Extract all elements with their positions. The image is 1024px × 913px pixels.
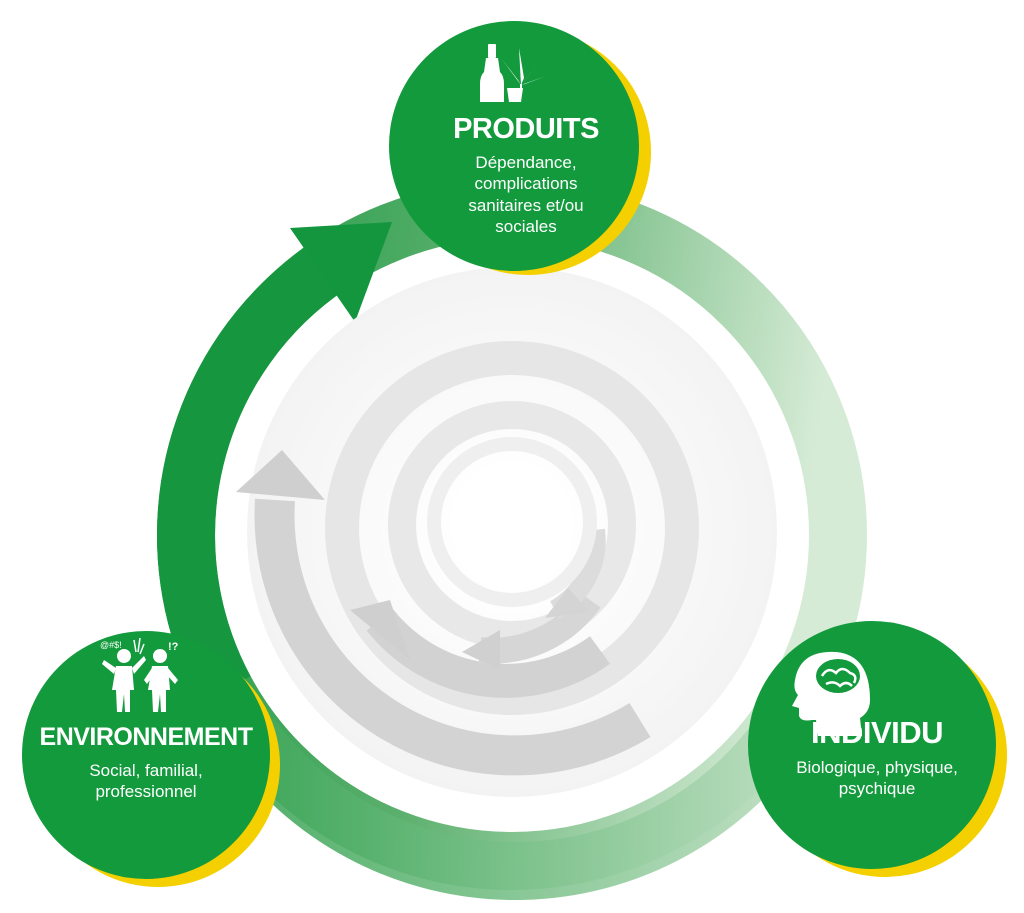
gray-arrow-head-4 bbox=[545, 588, 590, 618]
node-produits-desc-line: Dépendance, bbox=[475, 153, 577, 172]
node-environnement-title: ENVIRONNEMENT bbox=[39, 723, 253, 751]
svg-text:!?: !? bbox=[168, 641, 179, 653]
node-individu-desc-line: Biologique, physique, bbox=[796, 758, 958, 777]
node-individu-desc-line: psychique bbox=[838, 779, 916, 799]
node-environnement-desc-line: Social, familial, bbox=[89, 761, 203, 780]
gray-arrow-head-2 bbox=[350, 600, 410, 660]
node-individu: INDIVIDU Biologique, physique, psychique bbox=[752, 715, 1002, 800]
node-individu-title: INDIVIDU bbox=[810, 715, 944, 750]
head-brain-icon bbox=[792, 651, 870, 736]
bottle-icon bbox=[480, 44, 504, 102]
node-individu-desc: Biologique, physique, psychique bbox=[752, 757, 1002, 800]
node-produits: PRODUITS Dépendance, complications sanit… bbox=[406, 113, 646, 237]
cycle-arrow-head bbox=[290, 222, 392, 322]
glass-icon bbox=[507, 88, 523, 102]
gray-arrow-head-1 bbox=[236, 450, 325, 500]
node-produits-desc-line: sanitaires et/ou bbox=[468, 195, 584, 215]
node-environnement-desc-line: professionnel bbox=[95, 782, 197, 802]
gray-arrow-head-3 bbox=[462, 630, 500, 670]
svg-text:@#$!: @#$! bbox=[100, 640, 122, 650]
node-environnement: ENVIRONNEMENT Social, familial, professi… bbox=[28, 723, 264, 803]
node-environnement-desc: Social, familial, professionnel bbox=[28, 760, 264, 803]
node-environnement-circle bbox=[22, 631, 280, 887]
node-produits-desc: Dépendance, complications sanitaires et/… bbox=[406, 152, 646, 237]
node-produits-desc-line: complications bbox=[474, 174, 578, 194]
node-produits-circle bbox=[389, 21, 651, 275]
cannabis-leaf-icon bbox=[500, 48, 546, 90]
inner-swirl bbox=[236, 267, 777, 797]
node-produits-title: PRODUITS bbox=[453, 113, 599, 145]
node-produits-desc-line: sociales bbox=[495, 216, 557, 236]
arguing-people-icon: @#$! !? bbox=[100, 637, 179, 712]
